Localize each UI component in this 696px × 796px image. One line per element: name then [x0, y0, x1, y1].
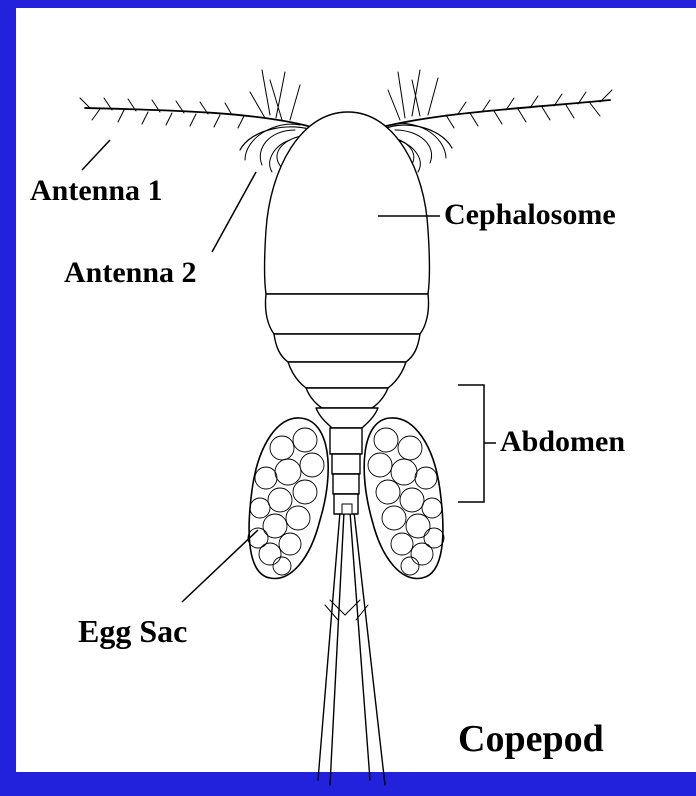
- egg-sac-right: [364, 418, 444, 579]
- label-cephalosome: Cephalosome: [444, 200, 616, 230]
- egg-sac-leader: [182, 530, 258, 602]
- diagram-title: Copepod: [458, 720, 604, 758]
- caudal-setae: [318, 512, 385, 785]
- label-abdomen: Abdomen: [500, 427, 625, 457]
- antenna-2-leader: [212, 172, 256, 252]
- label-antenna-2: Antenna 2: [64, 258, 197, 288]
- label-egg-sac: Egg Sac: [78, 615, 187, 647]
- antenna-1-left: [80, 70, 315, 128]
- egg-sac-left: [248, 418, 328, 579]
- abdomen-bracket: [458, 385, 496, 502]
- thorax: [265, 294, 428, 408]
- antenna-1-right: [378, 70, 612, 128]
- label-antenna-1: Antenna 1: [30, 176, 163, 206]
- cephalosome-shape: [265, 112, 430, 294]
- antenna-1-leader: [82, 140, 110, 170]
